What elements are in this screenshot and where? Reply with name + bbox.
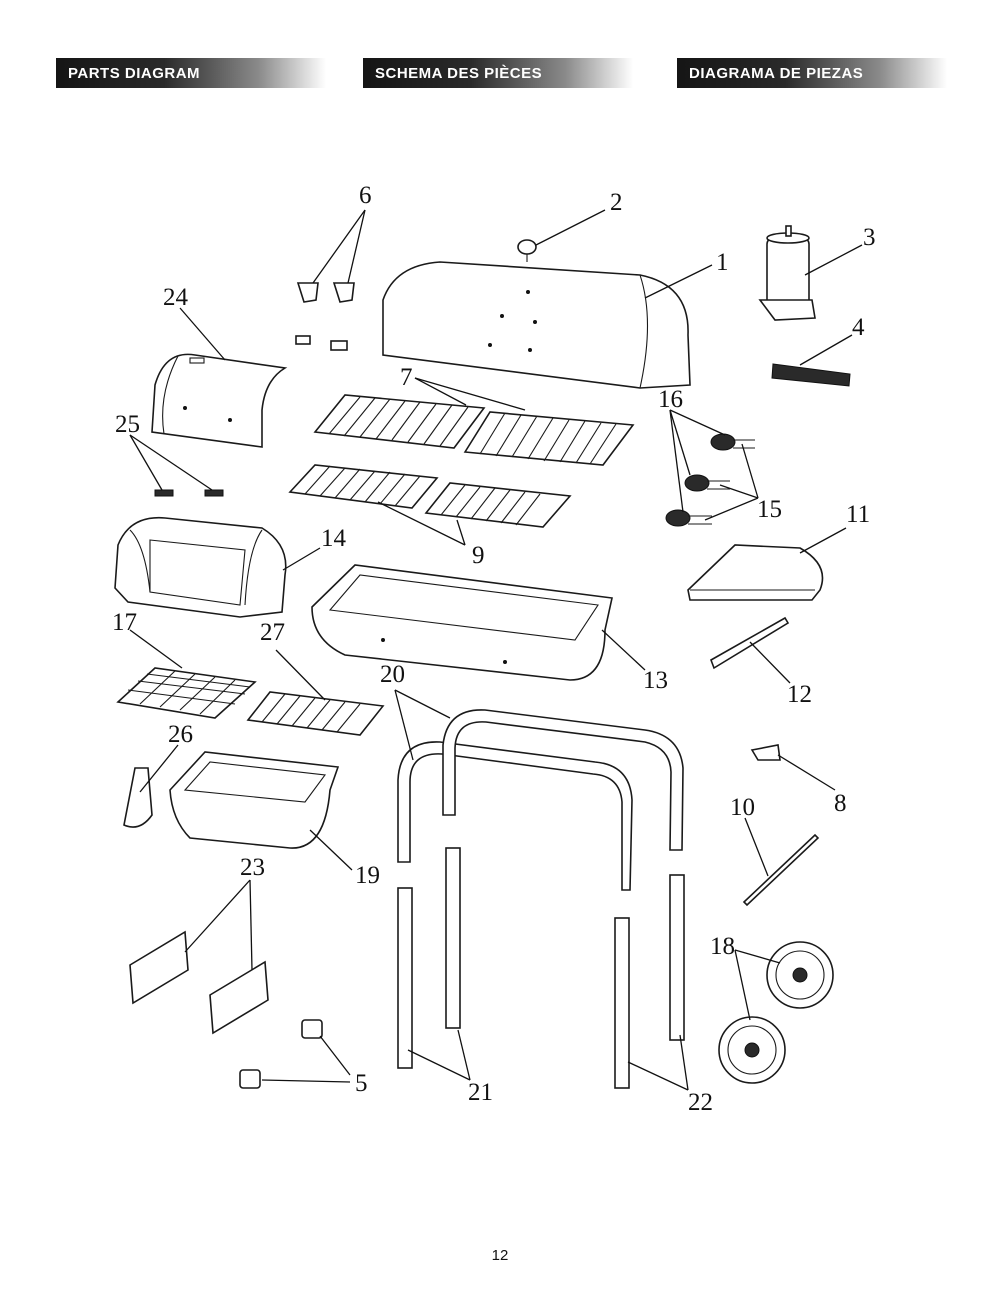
callout-16: 16: [658, 386, 683, 413]
callout-22: 22: [688, 1089, 713, 1116]
part-axle-bracket: [750, 744, 781, 761]
part-cooking-grates: [313, 394, 635, 466]
callout-18: 18: [710, 933, 735, 960]
callout-5: 5: [355, 1070, 368, 1097]
part-wheels: [718, 941, 834, 1084]
part-shelf-bracket: [710, 616, 790, 670]
callout-9: 9: [472, 542, 485, 569]
callout-27: 27: [260, 619, 285, 646]
callout-3: 3: [863, 224, 876, 251]
part-hinges: [295, 282, 355, 351]
part-main-lid: [382, 261, 691, 389]
part-firebox-bottom: [169, 751, 340, 849]
callout-20: 20: [380, 661, 405, 688]
header-text-en: PARTS DIAGRAM: [68, 65, 201, 82]
part-lid-handle: [771, 363, 851, 387]
part-handle-assemblies: [665, 433, 755, 527]
header-text-es: DIAGRAMA DE PIEZAS: [689, 65, 864, 82]
part-support-panels: [129, 930, 269, 1035]
callout-7: 7: [400, 364, 413, 391]
part-upper-leg-frame: [397, 709, 684, 891]
part-firebox-cooking-grate: [246, 691, 385, 736]
callout-12: 12: [787, 681, 812, 708]
callout-21: 21: [468, 1079, 493, 1106]
leader-lines: [129, 209, 863, 1091]
callout-1-alt: 2: [610, 189, 623, 216]
callout-23: 23: [240, 854, 265, 881]
header-parts-diagram-fr: SCHEMA DES PIÈCES: [363, 58, 633, 88]
callout-1: 1: [716, 249, 729, 276]
callout-15: 15: [757, 496, 782, 523]
part-charcoal-grates: [288, 464, 572, 528]
callout-14: 14: [321, 525, 347, 552]
part-cooking-chamber: [311, 564, 613, 681]
callout-17: 17: [112, 609, 137, 636]
part-ash-door: [123, 767, 153, 828]
part-chimney: [758, 225, 816, 321]
callout-4: 4: [852, 314, 865, 341]
callout-6: 6: [359, 182, 372, 209]
part-axle: [742, 833, 820, 907]
part-side-shelf: [687, 544, 824, 601]
part-firebox-hinges: [154, 489, 224, 497]
part-firebox-lid: [151, 353, 288, 448]
callout-10: 10: [730, 794, 755, 821]
header-text-fr: SCHEMA DES PIÈCES: [375, 65, 543, 82]
part-legs: [397, 847, 685, 1089]
callout-13: 13: [643, 667, 668, 694]
header-parts-diagram-en: PARTS DIAGRAM: [56, 58, 326, 88]
page-number: 12: [491, 1247, 509, 1264]
part-leg-caps: [239, 1019, 323, 1089]
callout-24: 24: [163, 284, 189, 311]
callout-8: 8: [834, 790, 847, 817]
part-firebox-charcoal-grate: [116, 667, 257, 719]
part-firebox: [114, 516, 287, 618]
callout-numbers: 2 1 3 4 5 6 7 8 9 10 11 12 13 14 15 16 1…: [112, 182, 876, 1116]
callout-25: 25: [115, 411, 140, 438]
callout-11: 11: [846, 501, 870, 528]
callout-19: 19: [355, 862, 380, 889]
header-parts-diagram-es: DIAGRAMA DE PIEZAS: [677, 58, 947, 88]
part-thermometer: [517, 239, 537, 262]
callout-26: 26: [168, 721, 193, 748]
